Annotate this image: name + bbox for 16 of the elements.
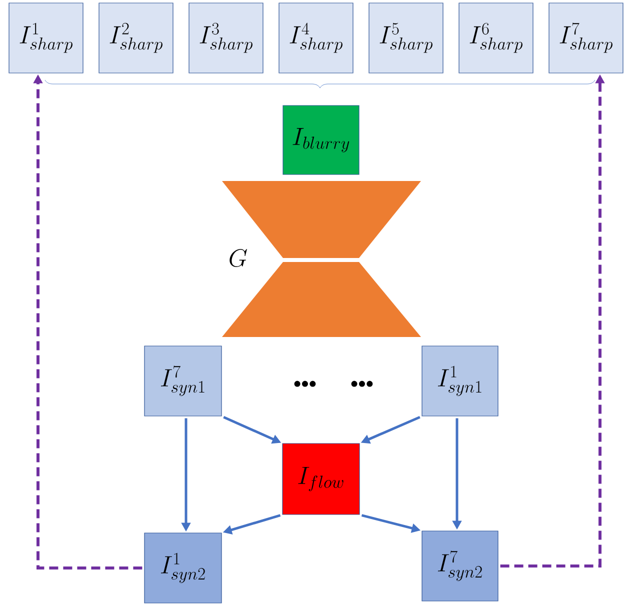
image-box: $I_{sharp}^{6}$ bbox=[458, 2, 534, 74]
image-box: $I_{sharp}^{5}$ bbox=[368, 2, 444, 74]
image-box: $I_{syn2}^{7}$ bbox=[422, 530, 498, 602]
image-box: $I_{sharp}^{1}$ bbox=[8, 2, 84, 74]
image-box: $I_{syn1}^{7}$ bbox=[144, 346, 222, 416]
image-box: $I_{blurry}$ bbox=[282, 105, 360, 175]
image-box: $I_{sharp}^{3}$ bbox=[188, 2, 264, 74]
image-box: $I_{syn1}^{1}$ bbox=[422, 346, 498, 416]
ellipsis: ••• bbox=[351, 380, 373, 387]
ellipsis: ••• bbox=[294, 380, 316, 387]
image-box: $I_{sharp}^{2}$ bbox=[98, 2, 174, 74]
image-box: $I_{sharp}^{4}$ bbox=[278, 2, 354, 74]
image-box: $I_{flow}$ bbox=[282, 443, 360, 515]
generator-hourglass: $G$ bbox=[222, 181, 421, 337]
image-box: $I_{sharp}^{7}$ bbox=[548, 2, 624, 74]
image-box: $I_{syn2}^{1}$ bbox=[144, 532, 222, 604]
